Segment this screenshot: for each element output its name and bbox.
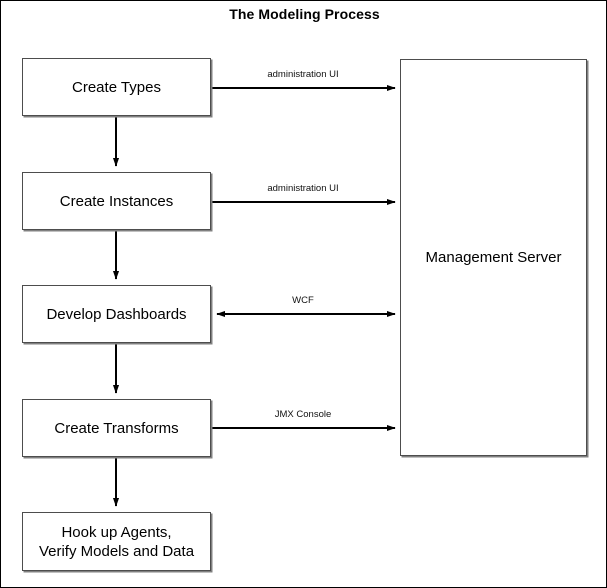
- node-create-instances[interactable]: Create Instances: [22, 172, 211, 230]
- edge-label-jmx-console: JMX Console: [274, 409, 332, 420]
- node-hook-up-agents[interactable]: Hook up Agents, Verify Models and Data: [22, 512, 211, 571]
- edge-label-administration-ui-2: administration UI: [267, 183, 339, 194]
- node-management-server-label: Management Server: [425, 249, 562, 266]
- edge-label-administration-ui-1: administration UI: [267, 69, 339, 80]
- edge-label-wcf: WCF: [292, 295, 314, 306]
- node-create-types[interactable]: Create Types: [22, 58, 211, 116]
- node-create-transforms-label: Create Transforms: [54, 419, 179, 437]
- node-management-server[interactable]: Management Server: [400, 59, 587, 456]
- node-develop-dashboards-label: Develop Dashboards: [46, 305, 187, 323]
- page-title: The Modeling Process: [229, 6, 380, 22]
- node-create-types-label: Create Types: [72, 78, 161, 96]
- node-hook-up-agents-label-line1: Hook up Agents,: [61, 523, 172, 541]
- node-develop-dashboards[interactable]: Develop Dashboards: [22, 285, 211, 343]
- node-hook-up-agents-label-line2: Verify Models and Data: [38, 542, 195, 560]
- node-create-transforms[interactable]: Create Transforms: [22, 399, 211, 457]
- node-create-instances-label: Create Instances: [59, 192, 174, 210]
